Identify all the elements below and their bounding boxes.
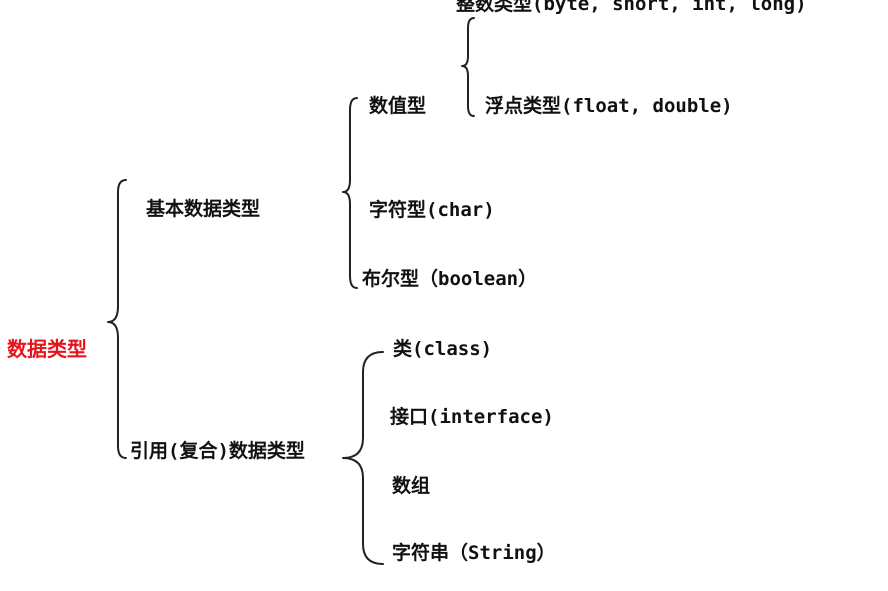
- root-bracket: [107, 179, 127, 459]
- basic-label: 基本数据类型: [146, 198, 261, 220]
- reference-item-interface: 接口(interface): [390, 406, 554, 428]
- reference-bracket: [342, 351, 384, 565]
- reference-item-array: 数组: [392, 475, 431, 497]
- boolean-label: 布尔型（boolean）: [362, 268, 538, 290]
- basic-bracket: [342, 97, 358, 289]
- reference-item-string: 字符串（String）: [392, 542, 556, 564]
- reference-label: 引用(复合)数据类型: [130, 440, 305, 462]
- reference-item-class: 类(class): [393, 338, 493, 360]
- char-label: 字符型(char): [369, 199, 495, 221]
- integer-label: 整数类型(byte, short, int, long): [456, 0, 807, 15]
- float-label: 浮点类型(float, double): [485, 95, 733, 117]
- numeric-bracket: [461, 17, 475, 117]
- numeric-label: 数值型: [369, 95, 427, 117]
- root-label: 数据类型: [7, 337, 87, 361]
